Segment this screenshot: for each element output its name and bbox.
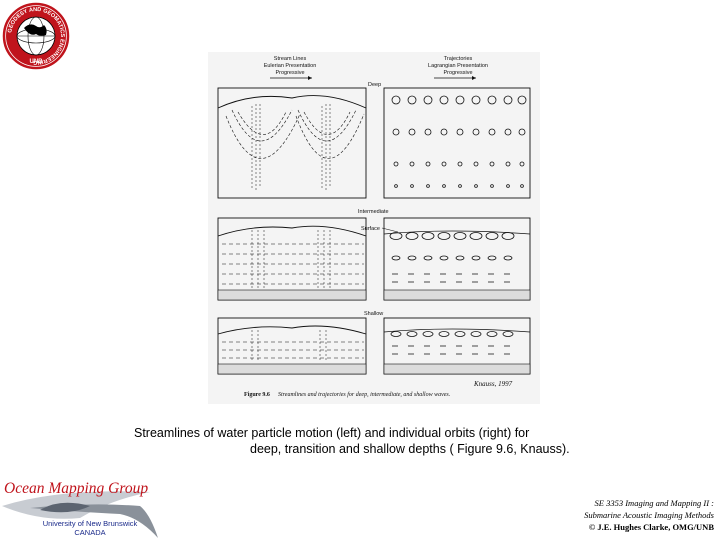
intermediate-trajectories-panel (383, 217, 531, 301)
header-right-2: Lagrangian Presentation (428, 63, 488, 69)
copyright-line: © J.E. Hughes Clarke, OMG/UNB (588, 522, 714, 532)
unb-label: University of New Brunswick CANADA (30, 519, 150, 537)
figure-caption-label: Figure 9.6 (244, 392, 270, 398)
figure-caption-text: Streamlines and trajectories for deep, i… (278, 391, 450, 398)
intermediate-streamlines-panel (217, 217, 367, 301)
shallow-trajectories-panel (383, 317, 531, 375)
figure-credit: Knauss, 1997 (473, 380, 513, 388)
slide-caption: Streamlines of water particle motion (le… (134, 425, 604, 457)
shallow-streamlines-panel (217, 317, 367, 375)
caption-line-1: Streamlines of water particle motion (le… (134, 426, 530, 440)
figure-streamlines-trajectories: Stream Lines Eulerian Presentation Progr… (208, 52, 540, 404)
label-intermediate: Intermediate (358, 209, 389, 215)
header-left-2: Eulerian Presentation (264, 63, 317, 69)
header-right-3: Progressive (443, 70, 472, 76)
course-line-1: SE 3353 Imaging and Mapping II : (594, 498, 714, 508)
header-left-3: Progressive (275, 70, 304, 76)
geodesy-geomatics-logo: GEODESY AND GEOMATICS ENGINEERING UNB (2, 2, 70, 70)
label-shallow: Shallow (364, 311, 383, 317)
caption-line-2: deep, transition and shallow depths ( Fi… (250, 442, 570, 456)
deep-streamlines-panel (217, 87, 367, 199)
course-line-2: Submarine Acoustic Imaging Methods (584, 510, 714, 520)
university-name: University of New Brunswick (42, 519, 138, 528)
deep-trajectories-panel (383, 87, 531, 199)
ocean-mapping-group-swoosh (2, 491, 158, 538)
header-right-1: Trajectories (444, 56, 473, 62)
logo-unb-text: UNB (30, 59, 44, 65)
label-surface: Surface (361, 226, 380, 232)
course-credit: SE 3353 Imaging and Mapping II : Submari… (584, 497, 714, 533)
ocean-mapping-group-title: Ocean Mapping Group (4, 480, 149, 497)
header-left-1: Stream Lines (274, 56, 307, 62)
country-name: CANADA (74, 528, 106, 537)
label-deep: Deep (368, 82, 381, 88)
